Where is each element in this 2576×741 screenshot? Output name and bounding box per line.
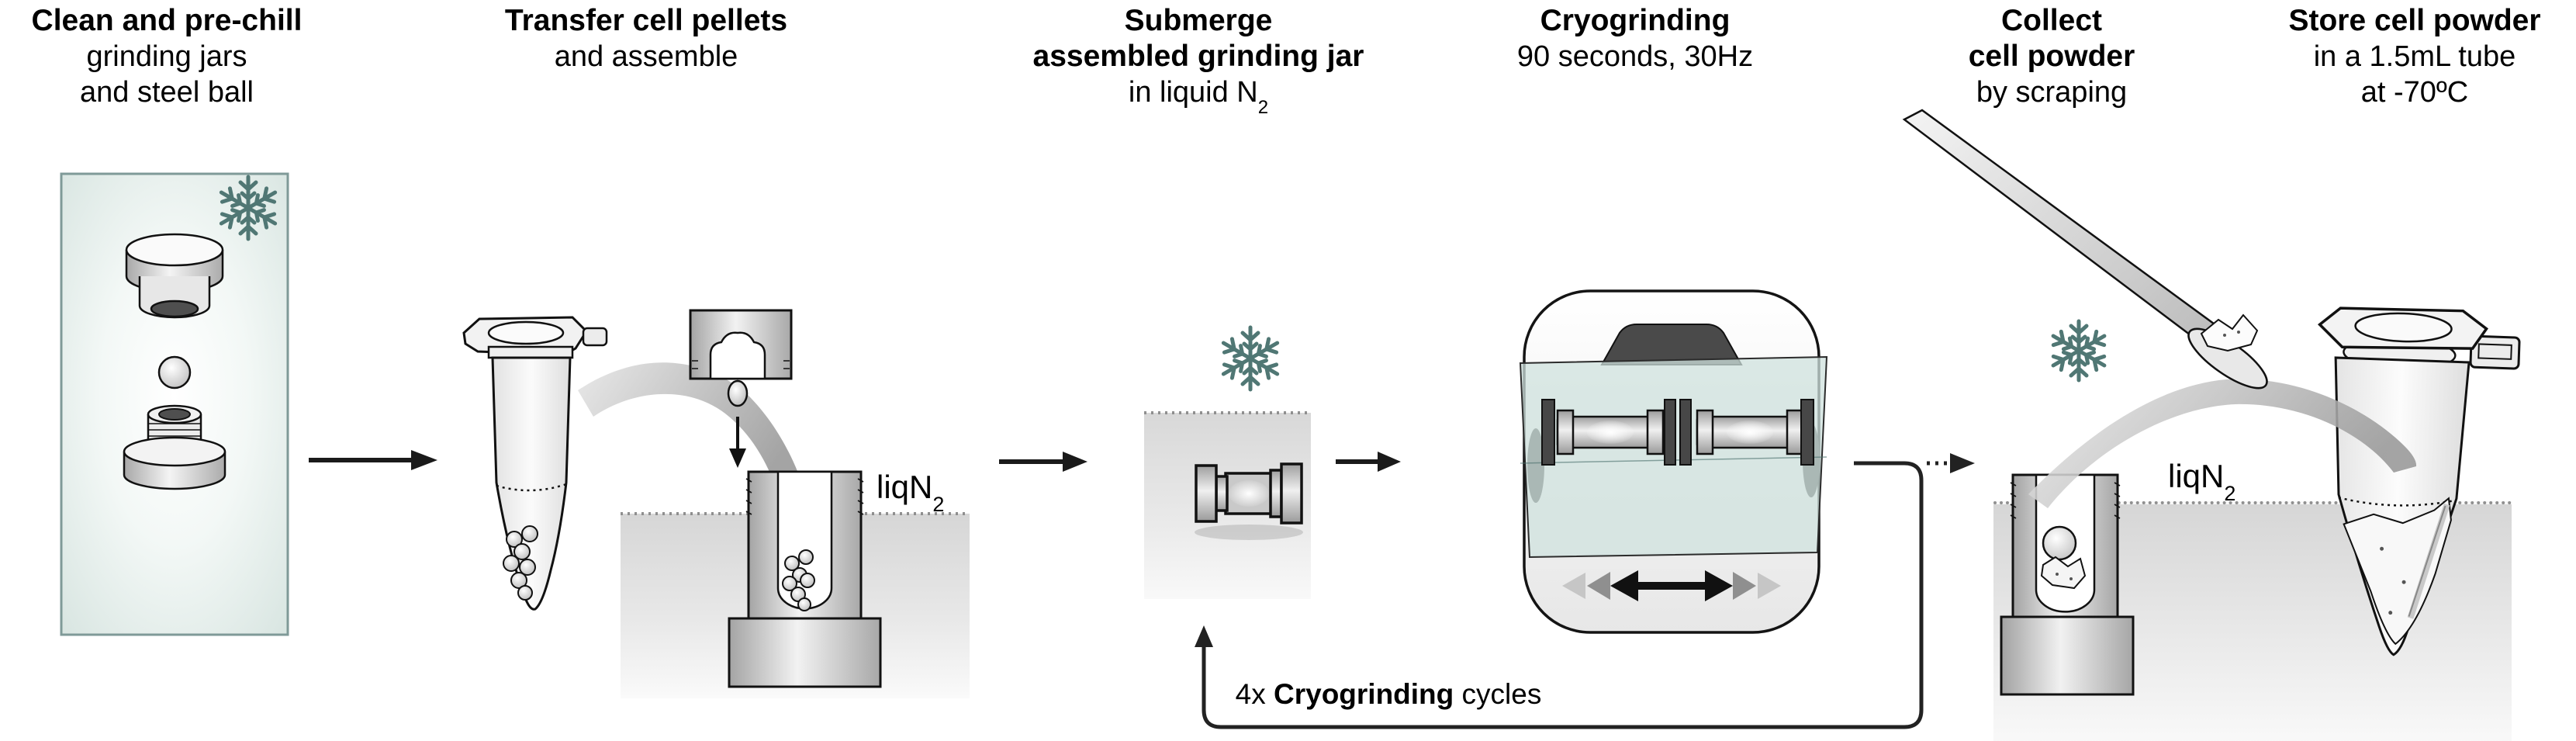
machine-handle [1600, 324, 1743, 365]
cryogrinding-machine [1519, 289, 1828, 634]
grinding-jar-bottom [123, 404, 226, 490]
step6-title-line2: in a 1.5mL tube [2313, 40, 2516, 73]
step2-title-line2: and assemble [554, 40, 738, 73]
cell-powder-in-tube [2343, 497, 2452, 646]
storage-tube-illustration [2317, 306, 2521, 656]
step4-title: Cryogrinding 90 seconds, 30Hz [1480, 3, 1790, 74]
cell-pellet-tube [462, 316, 608, 611]
liqn2-label-right: liqN2 [2168, 458, 2236, 506]
step5-title: Collect cell powder by scraping [1935, 3, 2168, 110]
grinding-jar-lid-assemble [689, 309, 793, 380]
step1-title-line2: grinding jars [86, 40, 247, 73]
loop-cycles-label: 4x Cryogrinding cycles [1235, 678, 1542, 710]
step3-title-line3: in liquid N2 [1128, 76, 1269, 118]
step3-title: Submerge assembled grinding jar in liqui… [1020, 3, 1377, 121]
step6-title: Store cell powder in a 1.5mL tube at -70… [2260, 3, 2570, 110]
assembled-grinding-jar [1195, 462, 1303, 540]
step6-title-line3: at -70ºC [2360, 76, 2469, 109]
grinding-jar-lid [125, 233, 224, 319]
steel-ball-drop [727, 379, 749, 407]
grinding-jar-in-bath [728, 470, 882, 688]
shake-motion-arrows [1562, 570, 1781, 601]
step1-title-line3: and steel ball [80, 76, 254, 109]
mounted-grinding-jars [1541, 399, 1814, 466]
step2-title-bold: Transfer cell pellets [504, 4, 788, 37]
step5-title-bold2: cell powder [1968, 40, 2135, 73]
storage-tube [2317, 306, 2521, 656]
jar-base-block [2000, 615, 2135, 696]
transfer-swoosh [578, 362, 805, 500]
step4-title-bold: Cryogrinding [1540, 4, 1731, 37]
step5-title-bold1: Collect [2000, 4, 2103, 37]
step3-title-bold2: assembled grinding jar [1032, 40, 1364, 73]
prechill-panel [60, 172, 289, 636]
step6-title-bold: Store cell powder [2288, 4, 2541, 37]
liqn2-label-left: liqN2 [877, 469, 945, 517]
step3-title-bold1: Submerge [1124, 4, 1273, 37]
step4-title-line2: 90 seconds, 30Hz [1516, 40, 1754, 73]
step5-title-line3: by scraping [1976, 76, 2128, 109]
dotted-flow-arrowhead [1950, 453, 1975, 473]
ball-drop-arrow [729, 417, 746, 468]
spatula-illustration [1902, 109, 2268, 390]
steel-ball-after-grinding [2042, 525, 2077, 561]
flow-arrow-3 [1336, 452, 1401, 472]
cell-powder-in-jar [2040, 556, 2087, 590]
scraping-spatula [1902, 109, 2268, 390]
submerge-illustration [1144, 317, 1311, 599]
cell-pellets [503, 525, 538, 601]
step1-title-bold: Clean and pre-chill [31, 4, 303, 37]
flow-arrow-2 [999, 452, 1087, 472]
feedback-loop-arrow [1195, 453, 1975, 729]
steel-ball [157, 355, 192, 390]
flow-arrow-1 [309, 450, 437, 470]
step1-title: Clean and pre-chill grinding jars and st… [12, 3, 322, 110]
transfer-assemble-illustration [462, 309, 970, 698]
step2-title: Transfer cell pellets and assemble [491, 3, 801, 74]
snowflake-icon [1219, 327, 1281, 390]
loop-arrowhead-up [1195, 625, 1213, 647]
snowflake-icon [2049, 321, 2108, 380]
cell-pellets-in-jar [782, 549, 815, 611]
cell-powder-on-spatula [2200, 313, 2259, 352]
powder-transfer-swoosh [2028, 379, 2417, 508]
